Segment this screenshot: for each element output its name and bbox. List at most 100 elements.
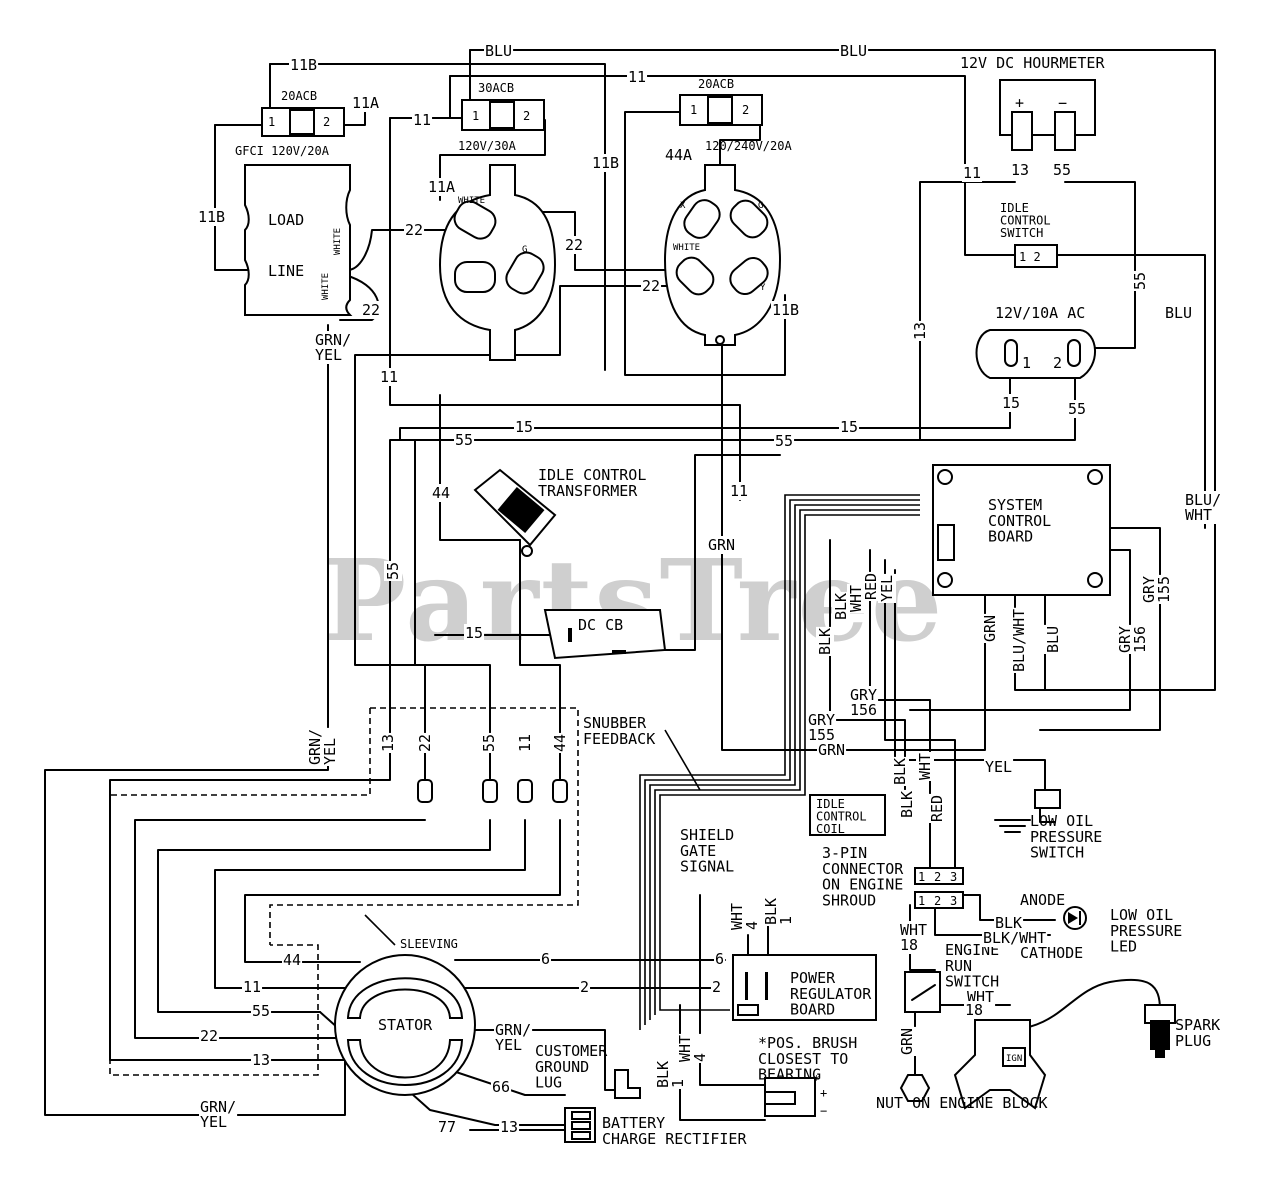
wire-label: 55 <box>1053 161 1071 179</box>
idle-switch-pins: 1 2 <box>1019 250 1041 264</box>
wire-wht4 <box>699 894 766 1086</box>
wire-label-bg <box>928 793 946 823</box>
ign-label: IGN <box>1006 1054 1022 1064</box>
wire-label: YEL <box>985 758 1012 776</box>
wire-label-bg <box>676 1033 709 1063</box>
wire-label: RED <box>862 573 880 600</box>
wire-label-bg <box>849 686 879 719</box>
wire-label: 11 <box>963 164 981 182</box>
wire-label: 11 <box>243 978 261 996</box>
cb20-outlet <box>663 164 782 346</box>
wire-label-bg <box>494 1021 533 1054</box>
wire-label: 15 <box>1002 394 1020 412</box>
wire-label: WHT <box>916 753 934 780</box>
wire-label-bg <box>197 208 227 226</box>
cathode-label: CATHODE <box>1020 944 1083 962</box>
wire-label-bg <box>981 613 999 643</box>
wire-label-bg <box>728 901 761 931</box>
gfci-assembly: 20ACB 1 2 GFCI 120V/20A LOAD LINE WHITE … <box>235 89 353 316</box>
wire-label: 15 <box>465 624 483 642</box>
wire-label-bg <box>564 236 585 254</box>
wire-label: 11B <box>198 208 225 226</box>
cb20-pin1: 1 <box>690 103 697 117</box>
wire-label: 13 <box>252 1051 270 1069</box>
wire-label-bg <box>1140 574 1173 604</box>
wire-label: 44 <box>551 734 569 752</box>
wire-label-bg <box>911 320 929 341</box>
wire-label: GRY156 <box>1116 626 1149 653</box>
wire-label-bg <box>464 624 485 642</box>
wire-label-bg <box>664 146 694 164</box>
wire-label-bg <box>1067 400 1088 418</box>
wire-label: 11 <box>628 68 646 86</box>
ac-outlet-title: 12V/10A AC <box>995 304 1085 322</box>
wire-label: 13 <box>500 1118 518 1136</box>
conn-pin3-bot: 3 <box>950 894 957 908</box>
wire-label-bg <box>982 929 1048 947</box>
wire-label: BLK1 <box>762 898 795 925</box>
wire-label: 11A <box>428 178 455 196</box>
wire-label: BLU <box>840 42 867 60</box>
wire-label-bg <box>627 68 648 86</box>
wire-label-bg <box>516 732 534 753</box>
wire-label: BLK1 <box>654 1061 687 1088</box>
wire-44-down <box>519 539 561 781</box>
wire-label: 55 <box>775 432 793 450</box>
wire-11b-gfci <box>214 124 256 271</box>
wire-label: 22 <box>416 734 434 752</box>
wire-label: WHT <box>847 585 865 612</box>
cb20-rating: 20ACB <box>698 77 734 91</box>
hourmeter-plus: + <box>1015 94 1024 112</box>
ac-outlet: 12V/10A AC 1 2 <box>975 304 1096 379</box>
stator-label: STATOR <box>378 1016 433 1034</box>
conn-pin1-bot: 1 <box>918 894 925 908</box>
wire-label: BLU/WHT <box>1185 491 1221 524</box>
wire-grn-yel <box>44 324 346 1116</box>
scb-body <box>932 464 1111 596</box>
wire-idle-sw <box>1054 254 1206 529</box>
conn-pin3-top: 3 <box>950 870 957 884</box>
wire-label-bg <box>891 756 909 786</box>
wire-label-bg <box>654 1059 687 1089</box>
wire-label-bg <box>306 727 339 766</box>
wire-label: 77 <box>438 1118 456 1136</box>
wire-label-bg <box>1001 394 1022 412</box>
anode-label: ANODE <box>1020 891 1065 909</box>
wire-label-bg <box>351 94 381 112</box>
brush-plus: + <box>820 1086 827 1100</box>
wire-label: 55 <box>1068 400 1086 418</box>
wire-label: 13 <box>1011 161 1029 179</box>
wire-label-bg <box>379 368 400 386</box>
wire-label: 6 <box>541 950 550 968</box>
wire-label-bg <box>962 164 983 182</box>
wire-label-bg <box>379 732 397 753</box>
wire-label: GRN/YEL <box>495 1021 531 1054</box>
wire-label-bg <box>1010 161 1031 179</box>
wire-label-bg <box>437 1118 458 1136</box>
cb20-pin2: 2 <box>742 103 749 117</box>
stator: STATOR <box>334 954 476 1096</box>
wire-label-bg <box>817 741 847 759</box>
wire-label-bg <box>994 914 1024 932</box>
wire-label: 44 <box>432 484 450 502</box>
wire-label: BLK <box>832 593 850 620</box>
wire-label: 15 <box>840 418 858 436</box>
wire-label: WHT4 <box>676 1035 709 1062</box>
wire-label-bg <box>1010 607 1028 673</box>
wire-label: 13 <box>911 322 929 340</box>
cb30-g: G <box>522 245 527 255</box>
wire-label-bg <box>484 42 514 60</box>
wire-label-bg <box>862 571 880 601</box>
conn-pin2-top: 2 <box>934 870 941 884</box>
